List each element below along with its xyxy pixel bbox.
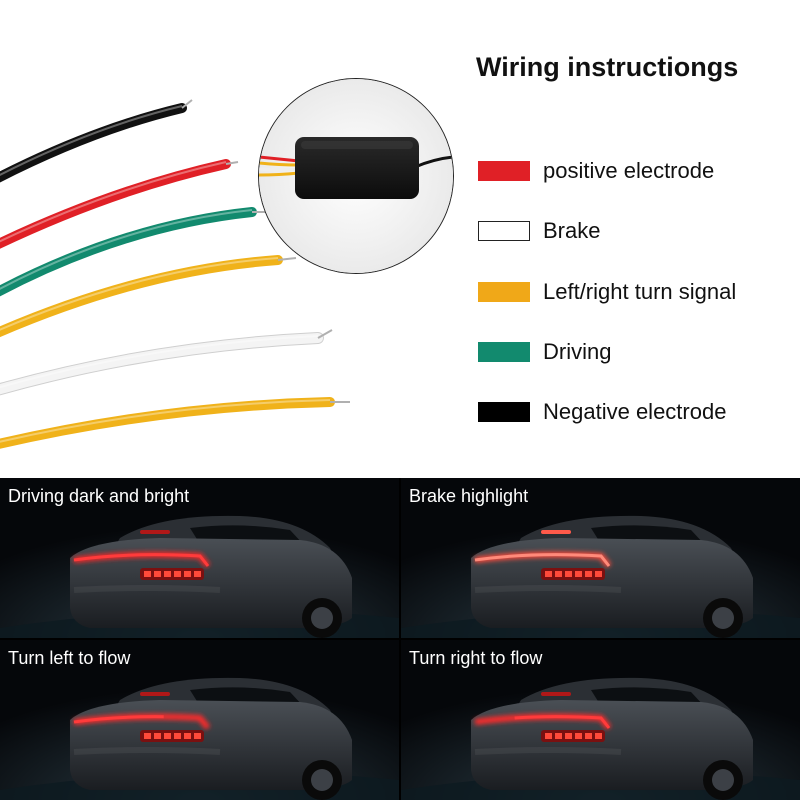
wire-highlight bbox=[0, 335, 319, 389]
body-reflection bbox=[73, 585, 221, 593]
legend-item: Negative electrode bbox=[476, 395, 796, 425]
lamp-segment bbox=[164, 733, 171, 739]
body-reflection bbox=[73, 747, 221, 755]
lamp-segment bbox=[194, 733, 201, 739]
legend-swatch bbox=[478, 282, 530, 302]
wire-highlight bbox=[0, 257, 279, 331]
panel-caption: Brake highlight bbox=[409, 486, 529, 506]
wire-outline bbox=[0, 332, 324, 396]
body-reflection bbox=[474, 585, 622, 593]
high-brake-light bbox=[140, 530, 170, 534]
mode-panel-brake: Brake highlight bbox=[401, 478, 800, 638]
light-modes-grid: Driving dark and bright Brake highlight … bbox=[0, 478, 800, 800]
wire bbox=[0, 255, 283, 338]
wiring-section: Wiring instructiongs positive electrode … bbox=[0, 52, 796, 449]
lamp-segment bbox=[595, 733, 602, 739]
wheel-rim bbox=[311, 607, 333, 629]
lamp-segment bbox=[575, 733, 582, 739]
wire-copper-tip bbox=[181, 99, 193, 109]
lamp-segment bbox=[154, 733, 161, 739]
wheel-rim bbox=[311, 769, 333, 791]
wire-highlight bbox=[0, 161, 227, 243]
legend-swatch bbox=[478, 402, 530, 422]
tail-light-bar bbox=[474, 553, 611, 567]
panel-caption: Turn left to flow bbox=[8, 648, 131, 668]
lamp-segment bbox=[545, 733, 552, 739]
car-body bbox=[70, 538, 352, 628]
lamp-segment bbox=[545, 571, 552, 577]
legend-swatch bbox=[478, 221, 530, 241]
lamp-segment bbox=[565, 571, 572, 577]
wire-highlight bbox=[0, 209, 253, 290]
legend-item: positive electrode bbox=[476, 154, 796, 184]
wire bbox=[0, 103, 187, 183]
high-brake-light bbox=[541, 530, 571, 534]
legend-label: Negative electrode bbox=[543, 399, 727, 424]
wire bbox=[0, 333, 323, 395]
mode-panel-turn-left: Turn left to flow bbox=[0, 640, 399, 800]
lamp-segment bbox=[555, 733, 562, 739]
lamp-segment bbox=[194, 571, 201, 577]
car-tail-light-image bbox=[401, 640, 800, 800]
legend-label: Driving bbox=[543, 339, 612, 364]
legend-item: Driving bbox=[476, 335, 796, 365]
car-tail-light-image bbox=[401, 478, 800, 638]
mode-panel-turn-right: Turn right to flow bbox=[401, 640, 800, 800]
wire-highlight bbox=[0, 399, 331, 443]
lamp-segment bbox=[555, 571, 562, 577]
lamp-segment bbox=[565, 733, 572, 739]
panel-caption: Turn right to flow bbox=[409, 648, 543, 668]
car-tail-light-image bbox=[0, 640, 399, 800]
car-body bbox=[471, 700, 753, 790]
car-body bbox=[471, 538, 753, 628]
lamp-segment bbox=[144, 733, 151, 739]
lamp-segment bbox=[154, 571, 161, 577]
legend-item: Brake bbox=[476, 214, 796, 244]
lamp-segment bbox=[174, 571, 181, 577]
legend-swatch bbox=[478, 161, 530, 181]
legend-label: Brake bbox=[543, 218, 601, 243]
lamp-segment bbox=[575, 571, 582, 577]
wheel-rim bbox=[712, 607, 734, 629]
lamp-segment bbox=[585, 571, 592, 577]
wiring-title: Wiring instructiongs bbox=[476, 52, 739, 82]
lamp-segment bbox=[585, 733, 592, 739]
wire bbox=[0, 397, 335, 449]
body-reflection bbox=[474, 747, 622, 755]
lamp-segment bbox=[184, 571, 191, 577]
wire-copper-tip bbox=[225, 161, 239, 165]
lamp-segment bbox=[164, 571, 171, 577]
mode-panel-driving: Driving dark and bright bbox=[0, 478, 399, 638]
lamp-segment bbox=[184, 733, 191, 739]
wire bbox=[0, 159, 231, 249]
high-brake-light bbox=[541, 692, 571, 696]
car-body bbox=[70, 700, 352, 790]
wire bbox=[0, 207, 257, 297]
wheel-rim bbox=[712, 769, 734, 791]
lamp-segment bbox=[144, 571, 151, 577]
tail-light-bar bbox=[73, 715, 210, 729]
control-module-image bbox=[259, 79, 453, 273]
high-brake-light bbox=[140, 692, 170, 696]
car-tail-light-image bbox=[0, 478, 399, 638]
panel-caption: Driving dark and bright bbox=[8, 486, 190, 506]
legend-label: positive electrode bbox=[543, 158, 715, 183]
tail-light-bar bbox=[73, 553, 210, 567]
legend-item: Left/right turn signal bbox=[476, 275, 796, 305]
wire-copper-tip bbox=[317, 329, 333, 339]
tail-light-bar bbox=[474, 715, 611, 729]
legend-swatch bbox=[478, 342, 530, 362]
lamp-segment bbox=[174, 733, 181, 739]
wire-highlight bbox=[0, 105, 183, 177]
wires-illustration bbox=[0, 99, 350, 449]
legend-label: Left/right turn signal bbox=[543, 279, 737, 304]
lamp-segment bbox=[595, 571, 602, 577]
control-module-inset bbox=[258, 78, 454, 274]
